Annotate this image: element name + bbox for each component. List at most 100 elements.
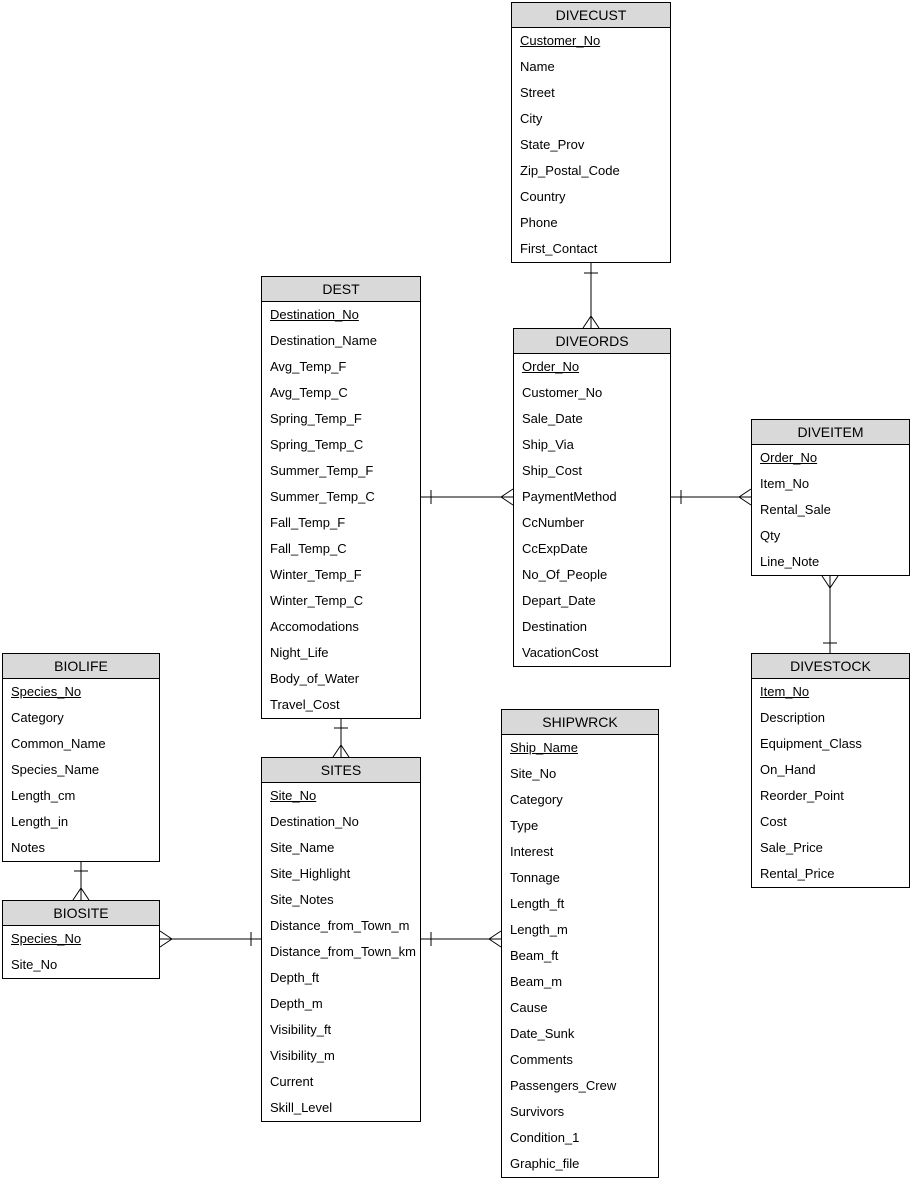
field-divestock-cost[interactable]: Cost bbox=[760, 814, 787, 829]
field-diveords-no_of_people[interactable]: No_Of_People bbox=[522, 567, 608, 582]
field-divestock-description[interactable]: Description bbox=[760, 710, 826, 725]
field-divestock-rental_price[interactable]: Rental_Price bbox=[760, 866, 835, 881]
relationship-sites-shipwrck[interactable] bbox=[421, 930, 502, 948]
field-diveitem-order_no[interactable]: Order_No bbox=[760, 450, 818, 465]
relationship-divestock-diveitem[interactable] bbox=[821, 575, 839, 653]
field-divecust-state_prov[interactable]: State_Prov bbox=[520, 137, 585, 152]
field-sites-site_no[interactable]: Site_No bbox=[270, 788, 317, 803]
entity-title-divecust[interactable]: DIVECUST bbox=[512, 3, 670, 28]
field-sites-site_highlight[interactable]: Site_Highlight bbox=[270, 866, 351, 881]
entity-title-diveitem[interactable]: DIVEITEM bbox=[752, 420, 909, 445]
field-shipwrck-tonnage[interactable]: Tonnage bbox=[510, 870, 560, 885]
field-sites-depth_m[interactable]: Depth_m bbox=[270, 996, 323, 1011]
field-shipwrck-condition_1[interactable]: Condition_1 bbox=[510, 1130, 580, 1145]
field-dest-destination_no[interactable]: Destination_No bbox=[270, 307, 359, 322]
relationship-dest-sites[interactable] bbox=[332, 719, 350, 758]
field-biolife-category[interactable]: Category bbox=[11, 710, 64, 725]
field-divestock-item_no[interactable]: Item_No bbox=[760, 684, 810, 699]
field-divecust-first_contact[interactable]: First_Contact bbox=[520, 241, 598, 256]
field-sites-skill_level[interactable]: Skill_Level bbox=[270, 1100, 333, 1115]
field-divestock-sale_price[interactable]: Sale_Price bbox=[760, 840, 823, 855]
field-sites-depth_ft[interactable]: Depth_ft bbox=[270, 970, 320, 985]
field-dest-avg_temp_c[interactable]: Avg_Temp_C bbox=[270, 385, 348, 400]
field-divecust-city[interactable]: City bbox=[520, 111, 543, 126]
field-diveords-ccnumber[interactable]: CcNumber bbox=[522, 515, 585, 530]
field-shipwrck-passengers_crew[interactable]: Passengers_Crew bbox=[510, 1078, 617, 1093]
field-dest-avg_temp_f[interactable]: Avg_Temp_F bbox=[270, 359, 347, 374]
field-biolife-length_cm[interactable]: Length_cm bbox=[11, 788, 76, 803]
field-shipwrck-site_no[interactable]: Site_No bbox=[510, 766, 557, 781]
field-shipwrck-cause[interactable]: Cause bbox=[510, 1000, 548, 1015]
field-dest-accomodations[interactable]: Accomodations bbox=[270, 619, 359, 634]
field-divestock-reorder_point[interactable]: Reorder_Point bbox=[760, 788, 844, 803]
field-diveords-destination[interactable]: Destination bbox=[522, 619, 588, 634]
field-diveitem-rental_sale[interactable]: Rental_Sale bbox=[760, 502, 831, 517]
relationship-dest-diveords[interactable] bbox=[421, 488, 514, 506]
field-diveords-ship_via[interactable]: Ship_Via bbox=[522, 437, 574, 452]
entity-title-biosite[interactable]: BIOSITE bbox=[3, 901, 159, 926]
field-dest-travel_cost[interactable]: Travel_Cost bbox=[270, 697, 340, 712]
field-sites-destination_no[interactable]: Destination_No bbox=[270, 814, 359, 829]
field-diveords-ccexpdate[interactable]: CcExpDate bbox=[522, 541, 588, 556]
entity-title-diveords[interactable]: DIVEORDS bbox=[514, 329, 670, 354]
field-biolife-common_name[interactable]: Common_Name bbox=[11, 736, 106, 751]
relationship-divecust-diveords[interactable] bbox=[582, 263, 600, 329]
field-divecust-zip_postal_code[interactable]: Zip_Postal_Code bbox=[520, 163, 620, 178]
field-biosite-species_no[interactable]: Species_No bbox=[11, 931, 82, 946]
field-divecust-phone[interactable]: Phone bbox=[520, 215, 558, 230]
field-shipwrck-length_m[interactable]: Length_m bbox=[510, 922, 568, 937]
field-diveords-ship_cost[interactable]: Ship_Cost bbox=[522, 463, 582, 478]
field-dest-winter_temp_f[interactable]: Winter_Temp_F bbox=[270, 567, 362, 582]
field-divestock-equipment_class[interactable]: Equipment_Class bbox=[760, 736, 862, 751]
entity-title-biolife[interactable]: BIOLIFE bbox=[3, 654, 159, 679]
field-diveords-paymentmethod[interactable]: PaymentMethod bbox=[522, 489, 617, 504]
field-diveords-customer_no[interactable]: Customer_No bbox=[522, 385, 603, 400]
field-shipwrck-beam_ft[interactable]: Beam_ft bbox=[510, 948, 559, 963]
field-shipwrck-category[interactable]: Category bbox=[510, 792, 563, 807]
entity-title-dest[interactable]: DEST bbox=[262, 277, 420, 302]
field-dest-summer_temp_f[interactable]: Summer_Temp_F bbox=[270, 463, 374, 478]
field-shipwrck-type[interactable]: Type bbox=[510, 818, 539, 833]
field-dest-body_of_water[interactable]: Body_of_Water bbox=[270, 671, 360, 686]
field-biolife-length_in[interactable]: Length_in bbox=[11, 814, 69, 829]
field-dest-spring_temp_f[interactable]: Spring_Temp_F bbox=[270, 411, 362, 426]
field-dest-summer_temp_c[interactable]: Summer_Temp_C bbox=[270, 489, 375, 504]
field-diveords-vacationcost[interactable]: VacationCost bbox=[522, 645, 599, 660]
field-diveords-sale_date[interactable]: Sale_Date bbox=[522, 411, 583, 426]
field-sites-visibility_ft[interactable]: Visibility_ft bbox=[270, 1022, 332, 1037]
field-biosite-site_no[interactable]: Site_No bbox=[11, 957, 58, 972]
field-divestock-on_hand[interactable]: On_Hand bbox=[760, 762, 816, 777]
field-divecust-country[interactable]: Country bbox=[520, 189, 566, 204]
field-dest-winter_temp_c[interactable]: Winter_Temp_C bbox=[270, 593, 364, 608]
field-divecust-name[interactable]: Name bbox=[520, 59, 555, 74]
field-shipwrck-beam_m[interactable]: Beam_m bbox=[510, 974, 563, 989]
field-shipwrck-graphic_file[interactable]: Graphic_file bbox=[510, 1156, 580, 1171]
field-sites-current[interactable]: Current bbox=[270, 1074, 314, 1089]
field-biolife-notes[interactable]: Notes bbox=[11, 840, 45, 855]
field-diveitem-line_note[interactable]: Line_Note bbox=[760, 554, 820, 569]
field-shipwrck-ship_name[interactable]: Ship_Name bbox=[510, 740, 578, 755]
entity-title-divestock[interactable]: DIVESTOCK bbox=[752, 654, 909, 679]
field-divecust-customer_no[interactable]: Customer_No bbox=[520, 33, 601, 48]
field-shipwrck-date_sunk[interactable]: Date_Sunk bbox=[510, 1026, 575, 1041]
field-shipwrck-length_ft[interactable]: Length_ft bbox=[510, 896, 565, 911]
field-biolife-species_no[interactable]: Species_No bbox=[11, 684, 82, 699]
field-dest-fall_temp_f[interactable]: Fall_Temp_F bbox=[270, 515, 346, 530]
relationship-sites-biosite[interactable] bbox=[159, 930, 261, 948]
field-dest-spring_temp_c[interactable]: Spring_Temp_C bbox=[270, 437, 364, 452]
field-shipwrck-comments[interactable]: Comments bbox=[510, 1052, 573, 1067]
field-sites-site_notes[interactable]: Site_Notes bbox=[270, 892, 334, 907]
field-shipwrck-interest[interactable]: Interest bbox=[510, 844, 554, 859]
field-dest-destination_name[interactable]: Destination_Name bbox=[270, 333, 377, 348]
relationship-diveords-diveitem[interactable] bbox=[671, 488, 752, 506]
field-dest-fall_temp_c[interactable]: Fall_Temp_C bbox=[270, 541, 347, 556]
field-dest-night_life[interactable]: Night_Life bbox=[270, 645, 329, 660]
field-diveitem-item_no[interactable]: Item_No bbox=[760, 476, 810, 491]
field-diveords-depart_date[interactable]: Depart_Date bbox=[522, 593, 596, 608]
